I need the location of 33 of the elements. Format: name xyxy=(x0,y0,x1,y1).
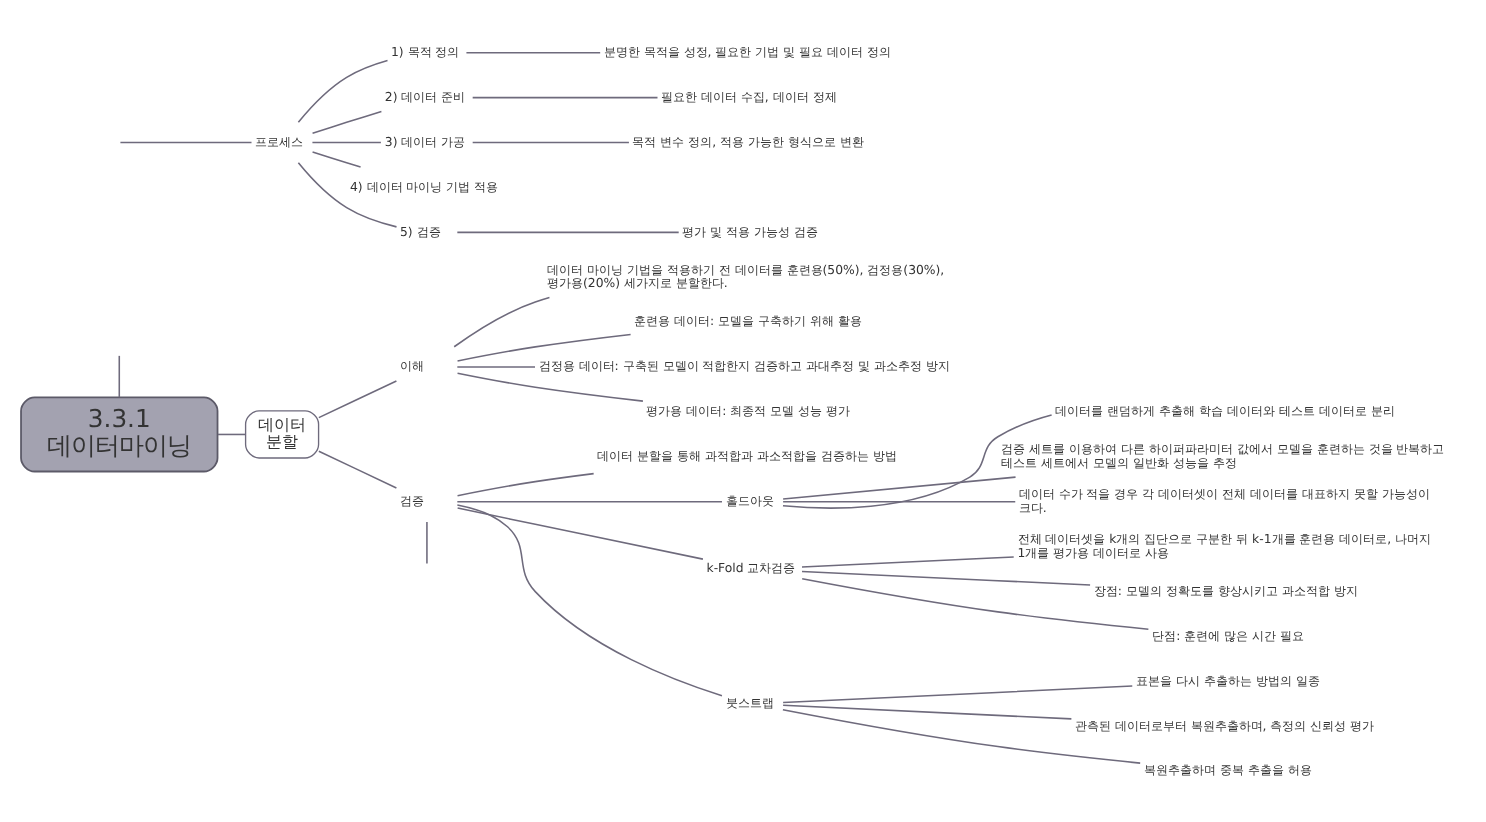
connector xyxy=(217,432,247,435)
connector xyxy=(311,140,382,143)
connector xyxy=(119,140,253,143)
connector xyxy=(782,475,1017,499)
connector xyxy=(782,413,1053,508)
connector xyxy=(297,161,398,227)
connector xyxy=(801,576,1150,629)
connector xyxy=(465,50,601,53)
connector xyxy=(456,230,680,233)
connector xyxy=(456,503,723,696)
connector xyxy=(426,520,428,564)
connector xyxy=(782,500,1017,502)
connector xyxy=(471,95,659,98)
connector xyxy=(456,365,536,367)
connector xyxy=(456,371,644,401)
connector xyxy=(318,449,398,488)
connector xyxy=(782,684,1134,703)
connector xyxy=(782,703,1073,719)
connector xyxy=(456,506,704,559)
connector xyxy=(453,295,551,347)
connector xyxy=(118,354,121,398)
connector xyxy=(456,500,723,502)
connector xyxy=(311,109,383,133)
connector xyxy=(297,58,389,123)
connector xyxy=(801,569,1091,585)
connector xyxy=(471,140,630,143)
connector xyxy=(782,707,1141,763)
connector xyxy=(801,555,1015,567)
connector xyxy=(456,471,595,496)
node-box: 3.3.1 데이터마이닝 xyxy=(20,395,219,472)
connector xyxy=(311,150,362,167)
connector xyxy=(456,332,632,361)
connector xyxy=(318,379,398,418)
